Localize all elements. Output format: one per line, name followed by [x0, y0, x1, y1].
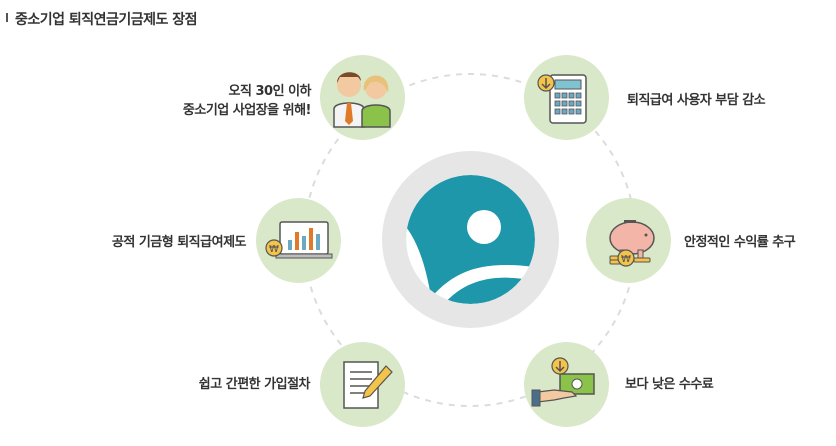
feature-label-line1: 오직 30인 이하 [228, 84, 312, 99]
svg-text:₩: ₩ [621, 254, 631, 265]
feature-label-bottom-left: 쉽고 간편한 가입절차 [198, 377, 311, 392]
icon-circle-mid-left: ₩ [256, 198, 341, 283]
feature-label-line2: 중소기업 사업장을 위해! [182, 103, 312, 118]
feature-label-mid-right: 안정적인 수익률 추구 [684, 235, 796, 250]
title-text: 중소기업 퇴직연금기금제도 장점 [15, 12, 198, 28]
feature-label-mid-left: 공적 기금형 퇴직급여제도 [111, 235, 247, 250]
calculator-icon [537, 74, 587, 124]
couple-icon [333, 72, 391, 128]
piggy-bank-icon: ₩ [609, 220, 655, 267]
cash-hand-icon [531, 357, 595, 407]
icon-circle-top-left [320, 55, 405, 140]
icon-circle-mid-right: ₩ [586, 198, 671, 283]
feature-label-bottom-right: 보다 낮은 수수료 [625, 377, 714, 392]
monitor-chart-icon: ₩ [265, 221, 333, 259]
svg-text:₩: ₩ [269, 244, 279, 255]
title-marker [6, 13, 8, 22]
feature-label-top-left: 오직 30인 이하 중소기업 사업장을 위해! [182, 82, 312, 120]
feature-label-top-right: 퇴직급여 사용자 부담 감소 [627, 93, 766, 108]
icon-circle-bottom-left [320, 342, 405, 427]
icon-circle-top-right [524, 55, 609, 140]
page-title: 중소기업 퇴직연금기금제도 장점 [6, 9, 198, 29]
document-pen-icon [343, 361, 393, 409]
brand-logo [406, 175, 535, 304]
icon-circle-bottom-right [524, 342, 609, 427]
